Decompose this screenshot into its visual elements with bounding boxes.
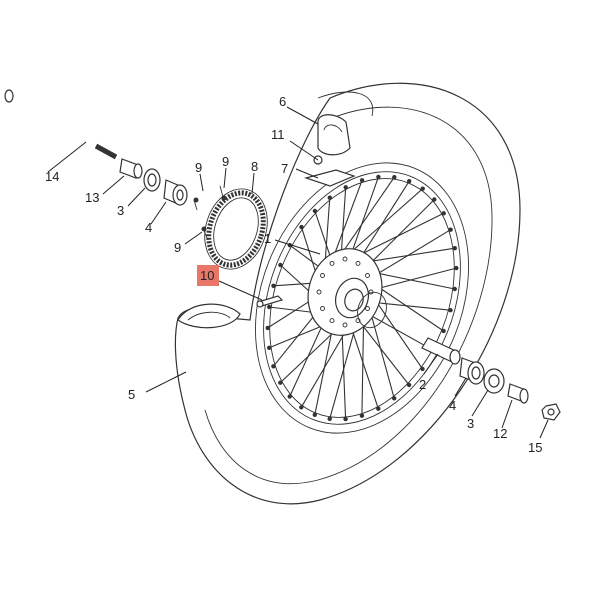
callout-6: 6 (279, 94, 286, 109)
spoke-nipple (312, 208, 318, 214)
callout-12: 12 (493, 426, 507, 441)
spoke-nipple (359, 178, 365, 183)
spoke (355, 317, 410, 386)
callout-3-left: 3 (117, 203, 124, 218)
spoke-nipple (441, 211, 446, 216)
spoke-nipple (448, 308, 453, 313)
callout-4-right: 4 (449, 398, 456, 413)
callout-11: 11 (271, 127, 285, 142)
hub-hole (342, 322, 348, 328)
hub (307, 248, 387, 336)
spoke-nipple (392, 396, 397, 401)
axle (4, 89, 118, 160)
spoke-nipple (376, 406, 381, 411)
spoke (361, 310, 435, 352)
spoke-nipple (287, 394, 292, 399)
hub-hole (355, 318, 361, 324)
seal-right (483, 368, 505, 394)
spoke-nipple (448, 227, 453, 232)
hub-flange-holes (316, 256, 374, 328)
axle-nut (541, 403, 561, 421)
spacer-outer (507, 383, 529, 404)
spoke-nipple (359, 413, 365, 418)
spoke (365, 301, 451, 311)
callout-9-middle: 9 (195, 160, 202, 175)
spoke (348, 321, 379, 409)
spoke-nipple (267, 345, 272, 350)
spoke-nipple (327, 416, 332, 421)
callout-labels: 14 13 3 4 9 9 9 8 6 11 7 1 10 5 2 4 3 12… (45, 94, 542, 455)
spacer-left (119, 158, 143, 179)
spoke-nipple (376, 174, 381, 180)
callout-10-highlight (197, 265, 219, 286)
spoke-nipple (432, 197, 437, 202)
spoke-nipple (420, 366, 425, 372)
bearing-left (163, 179, 188, 206)
spoke-nipple (271, 283, 276, 288)
spoke-nipple (343, 416, 348, 422)
spoke-nipple (420, 186, 425, 191)
spoke-nipple (407, 179, 412, 184)
spoke-nipple (452, 246, 457, 251)
seal-left (143, 168, 161, 192)
spoke-nipple (299, 405, 304, 410)
callout-9-top: 9 (222, 154, 229, 169)
spoke-nipple (278, 380, 283, 385)
callout-10: 10 (200, 268, 214, 283)
callout-14: 14 (45, 169, 59, 184)
spoke-nipple (343, 185, 348, 190)
spoke-nipple (271, 364, 276, 369)
spoke (355, 180, 410, 266)
spacer-right (421, 337, 461, 365)
spoke-nipple (441, 328, 446, 334)
spoke-nipple (312, 412, 317, 417)
spoke-nipple (406, 382, 412, 388)
callout-15: 15 (528, 440, 542, 455)
hub-hole (329, 260, 335, 266)
spoke-nipple (278, 262, 283, 268)
bearing-right (459, 357, 485, 385)
spoke (347, 176, 379, 263)
callout-9-bottom: 9 (174, 240, 181, 255)
hub-hole (365, 306, 370, 311)
hub-hole (316, 289, 322, 295)
tone-ring (204, 188, 268, 270)
callout-5: 5 (128, 387, 135, 402)
spoke-nipple (299, 224, 304, 230)
screw-middle (193, 197, 199, 211)
hub-hole (365, 273, 370, 278)
hub-hole (368, 289, 374, 295)
callout-4-left: 4 (145, 220, 152, 235)
callout-2: 2 (419, 377, 426, 392)
spoke-nipple (265, 325, 270, 331)
spoke-nipple (392, 175, 397, 180)
leader-lines (47, 106, 549, 439)
callout-7: 7 (281, 161, 288, 176)
spoke-nipple (454, 265, 459, 271)
hub-hole (329, 318, 335, 324)
valve-stem (256, 295, 284, 308)
callout-1: 1 (264, 231, 271, 246)
callout-8: 8 (251, 159, 258, 174)
spoke-nipple (327, 195, 332, 200)
callout-3-right: 3 (467, 416, 474, 431)
spoke-nipple (267, 304, 272, 310)
spoke-nipple (452, 286, 457, 292)
hub-hole (320, 306, 325, 311)
callout-13: 13 (85, 190, 99, 205)
hub-hole (342, 256, 348, 262)
hub-hole (320, 273, 325, 278)
hub-hole (355, 260, 361, 266)
